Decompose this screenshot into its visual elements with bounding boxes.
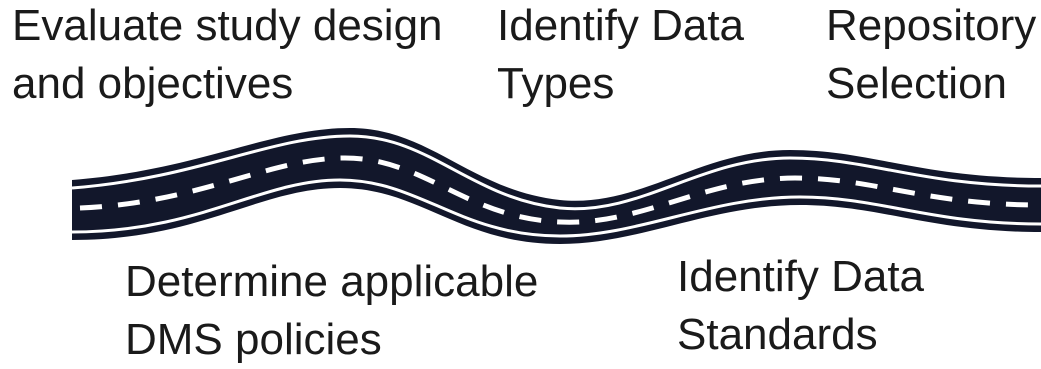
step-2-line-1: Identify Data — [497, 1, 745, 50]
step-4-line-1: Determine applicable — [125, 257, 539, 306]
road-centerline — [79, 155, 1041, 225]
step-3-line-1: Repository — [826, 1, 1037, 50]
road-edge-bottom — [71, 178, 1041, 238]
step-5-line-1: Identify Data — [677, 252, 925, 301]
step-4-line-2: DMS policies — [125, 315, 382, 364]
road-surface — [72, 128, 1041, 244]
step-identify-data-standards: Identify Data Standards — [677, 248, 924, 364]
step-identify-data-types: Identify Data Types — [497, 0, 744, 113]
step-1-line-1: Evaluate study design — [12, 1, 443, 50]
step-determine-dms-policies: Determine applicable DMS policies — [125, 253, 538, 369]
step-3-line-2: Selection — [826, 59, 1008, 108]
step-1-line-2: and objectives — [12, 59, 294, 108]
step-evaluate-study-design: Evaluate study design and objectives — [12, 0, 443, 113]
step-repository-selection: Repository Selection — [826, 0, 1036, 113]
road-edge-top — [71, 134, 1041, 211]
step-5-line-2: Standards — [677, 310, 878, 359]
step-2-line-2: Types — [497, 59, 615, 108]
